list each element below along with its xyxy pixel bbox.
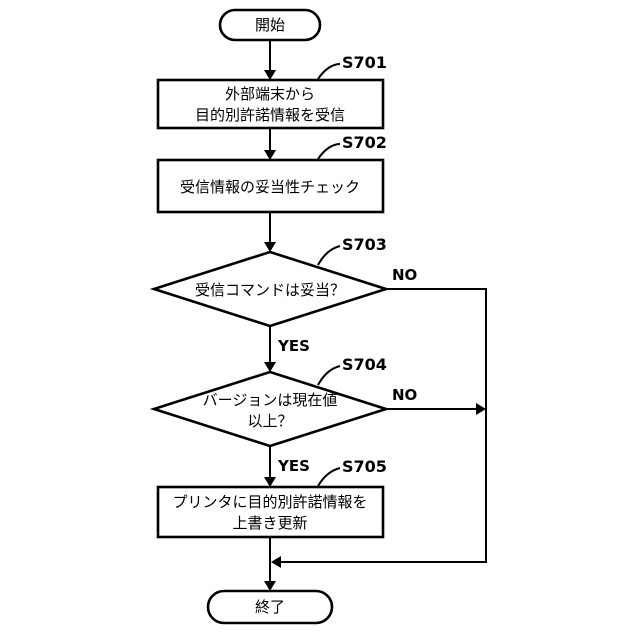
step-s701: 外部端末から 目的別許諾情報を受信 S701 [158,53,387,128]
s701-line2: 目的別許諾情報を受信 [195,106,345,124]
s705-step-id: S705 [342,457,387,476]
s703-no-label: NO [392,266,417,284]
arrow-s703-yes-to-s704 [264,326,276,372]
s702-leader [318,144,340,159]
s705-line1: プリンタに目的別許諾情報を [172,493,367,511]
s701-line1: 外部端末から [225,85,315,103]
start-terminal: 開始 [220,10,320,40]
start-label: 開始 [255,16,285,34]
arrow-s702-to-s703 [264,212,276,252]
arrow-s701-to-s702 [264,128,276,160]
arrow-s704-yes-to-s705 [264,446,276,487]
s704-line1: バージョンは現在値 [203,391,338,409]
s704-yes-label: YES [277,457,310,475]
arrow-s705-to-end [264,537,276,591]
end-label: 終了 [255,598,285,616]
s704-leader [318,366,340,385]
s702-text: 受信情報の妥当性チェック [180,178,360,196]
s705-line2: 上書き更新 [232,514,307,532]
s703-yes-label: YES [277,337,310,355]
s703-text: 受信コマンドは妥当？ [195,281,345,299]
decision-s703: 受信コマンドは妥当？ S703 NO YES [154,235,417,355]
s703-leader [318,246,340,265]
arrow-s704-no-to-branch [386,403,486,415]
s703-step-id: S703 [342,235,387,254]
s704-step-id: S704 [342,355,387,374]
s702-step-id: S702 [342,133,387,152]
end-terminal: 終了 [208,591,332,623]
step-s702: 受信情報の妥当性チェック S702 [158,133,387,212]
step-s705: プリンタに目的別許諾情報を 上書き更新 S705 [158,457,387,537]
s701-step-id: S701 [342,53,387,72]
s701-leader [318,64,340,79]
arrow-start-to-s701 [264,40,276,80]
s705-leader [318,468,340,486]
s704-no-label: NO [392,386,417,404]
s704-line2: 以上？ [247,412,292,430]
